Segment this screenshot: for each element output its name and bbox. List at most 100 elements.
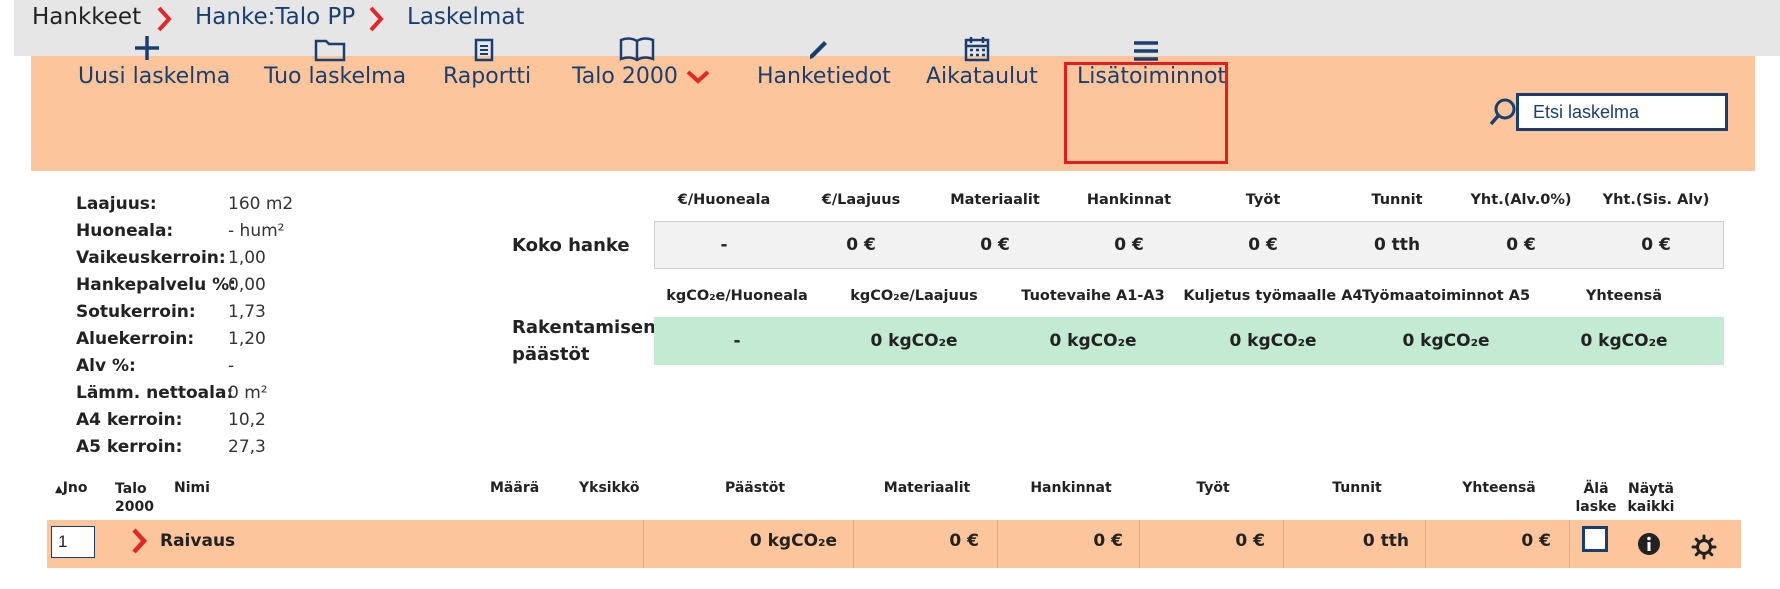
info-icon[interactable]	[1637, 532, 1661, 556]
row-number-input[interactable]	[51, 526, 95, 558]
more-actions-label: Lisätoiminnot	[1077, 64, 1227, 89]
menu-icon	[1134, 41, 1158, 61]
breadcrumb-item-project[interactable]: Hanke:Talo PP	[195, 4, 356, 30]
import-calculation-button[interactable]: Tuo laskelma	[264, 28, 406, 89]
koko-header-laajuus: €/Laajuus	[821, 192, 901, 208]
project-info-button[interactable]: Hanketiedot	[757, 28, 891, 89]
pencil-icon	[810, 41, 827, 59]
column-header-nimi: Nimi	[174, 480, 210, 496]
info-value-laajuus: 160 m2	[228, 194, 294, 214]
emissions-values-row	[654, 317, 1724, 365]
book-open-icon	[619, 37, 655, 62]
breadcrumb	[14, 0, 1780, 56]
koko-value-yht-sis-alv: 0 €	[1641, 235, 1671, 255]
emissions-header-total: Yhteensä	[1585, 288, 1663, 304]
info-label-sotukerroin: Sotukerroin:	[76, 302, 196, 322]
koko-value-tyot: 0 €	[1248, 235, 1278, 255]
info-value-alv: -	[228, 356, 235, 376]
new-calculation-label: Uusi laskelma	[78, 64, 231, 89]
column-header-nayta-kaikki: Näytä kaikki	[1624, 480, 1678, 516]
row-yhteensa: 0 €	[1521, 531, 1551, 551]
column-header-ala-laske-line1: Älä	[1583, 481, 1609, 497]
info-value-aluekerroin: 1,20	[228, 329, 266, 349]
row-name[interactable]: Raivaus	[160, 531, 236, 551]
koko-header-huoneala: €/Huoneala	[677, 192, 771, 208]
report-button[interactable]: Raportti	[443, 28, 532, 89]
row-tunnit: 0 tth	[1362, 531, 1409, 551]
emissions-header-huoneala: kgCO₂e/Huoneala	[666, 288, 808, 304]
koko-header-materiaalit: Materiaalit	[950, 192, 1040, 208]
koko-value-materiaalit: 0 €	[980, 235, 1010, 255]
koko-header-yht-sis-alv: Yht.(Sis. Alv)	[1602, 192, 1710, 208]
highlight-box	[1064, 62, 1228, 164]
row-separator	[1425, 520, 1426, 568]
emissions-label: Rakentamisen päästöt	[512, 314, 656, 368]
row-separator	[1569, 520, 1570, 568]
emissions-value-total: 0 kgCO₂e	[1580, 331, 1668, 351]
breadcrumb-item-calculations[interactable]: Laskelmat	[407, 4, 525, 30]
emissions-header-laajuus: kgCO₂e/Laajuus	[850, 288, 978, 304]
koko-header-yht-alv0: Yht.(Alv.0%)	[1470, 192, 1572, 208]
exclude-checkbox[interactable]	[1582, 526, 1608, 552]
report-label: Raportti	[443, 64, 532, 89]
info-value-huoneala: - hum²	[228, 221, 285, 241]
column-header-yhteensa: Yhteensä	[1462, 480, 1536, 496]
emissions-value-laajuus: 0 kgCO₂e	[870, 331, 958, 351]
emissions-label-line1: Rakentamisen	[512, 317, 656, 338]
document-icon	[474, 38, 494, 62]
column-header-nayta-kaikki-line1: Näytä	[1628, 481, 1674, 497]
emissions-label-line2: päästöt	[512, 344, 590, 365]
new-calculation-button[interactable]: Uusi laskelma	[78, 28, 231, 89]
more-actions-button[interactable]: Lisätoiminnot	[1077, 28, 1227, 89]
chevron-right-icon	[369, 6, 384, 32]
info-value-a4-kerroin: 10,2	[228, 410, 266, 430]
info-label-aluekerroin: Aluekerroin:	[76, 329, 195, 349]
row-tyot: 0 €	[1235, 531, 1265, 551]
table-row	[47, 520, 1741, 568]
column-header-jno[interactable]: ▲Jno	[55, 480, 88, 496]
column-header-materiaalit: Materiaalit	[883, 480, 971, 496]
emissions-value-a5: 0 kgCO₂e	[1402, 331, 1490, 351]
info-label-a5-kerroin: A5 kerroin:	[76, 437, 183, 457]
koko-hanke-values-row	[654, 221, 1724, 269]
search-input[interactable]	[1516, 93, 1728, 131]
calendar-icon	[964, 37, 990, 62]
row-separator	[1139, 520, 1140, 568]
toolbar	[31, 56, 1755, 171]
emissions-header-a5: Työmaatoiminnot A5	[1361, 288, 1531, 304]
row-separator	[643, 520, 644, 568]
row-separator	[997, 520, 998, 568]
sort-up-icon: ▲	[55, 484, 63, 495]
column-header-tunnit: Tunnit	[1332, 480, 1382, 496]
talo-2000-dropdown[interactable]: Talo 2000	[572, 28, 710, 89]
info-value-lamm-nettoala: 0 m²	[228, 383, 268, 403]
info-label-huoneala: Huoneala:	[76, 221, 174, 241]
emissions-value-a1-a3: 0 kgCO₂e	[1049, 331, 1137, 351]
search-icon[interactable]	[1488, 97, 1518, 127]
column-header-ala-laske: Älä laske	[1572, 480, 1620, 516]
column-header-maara: Määrä	[490, 480, 540, 496]
breadcrumb-item-projects[interactable]: Hankkeet	[32, 4, 142, 30]
koko-value-hankinnat: 0 €	[1114, 235, 1144, 255]
expand-chevron-icon[interactable]	[130, 526, 148, 556]
gear-icon[interactable]	[1691, 534, 1717, 560]
emissions-header-a1-a3: Tuotevaihe A1-A3	[1021, 288, 1165, 304]
column-header-nayta-kaikki-line2: kaikki	[1627, 499, 1675, 515]
project-info-label: Hanketiedot	[757, 64, 891, 89]
chevron-down-icon	[686, 70, 710, 84]
schedule-button[interactable]: Aikataulut	[926, 28, 1038, 89]
folder-icon	[314, 39, 346, 62]
column-header-talo-line1: Talo	[115, 481, 147, 497]
column-header-ala-laske-line2: laske	[1575, 499, 1617, 515]
row-hankinnat: 0 €	[1093, 531, 1123, 551]
koko-header-hankinnat: Hankinnat	[1086, 192, 1172, 208]
info-label-a4-kerroin: A4 kerroin:	[76, 410, 183, 430]
info-label-laajuus: Laajuus:	[76, 194, 157, 214]
info-value-vaikeuskerroin: 1,00	[228, 248, 266, 268]
row-materiaalit: 0 €	[949, 531, 979, 551]
chevron-right-icon	[157, 6, 172, 32]
info-value-hankepalvelu: 0,00	[228, 275, 266, 295]
row-separator	[853, 520, 854, 568]
row-separator	[1283, 520, 1284, 568]
koko-value-huoneala: -	[720, 235, 728, 255]
